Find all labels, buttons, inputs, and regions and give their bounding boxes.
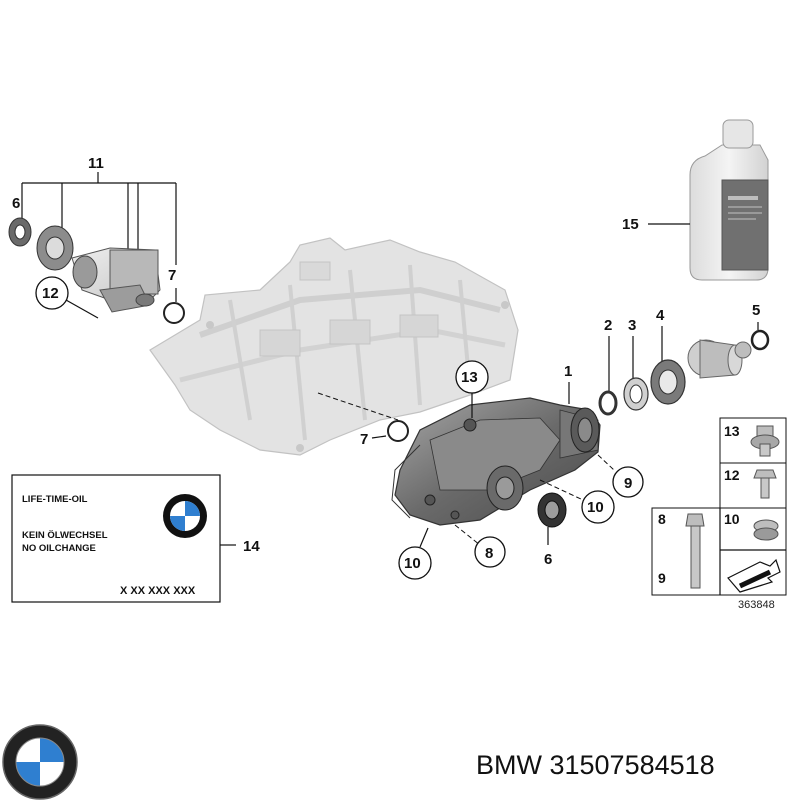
callout-15: 15	[622, 216, 639, 233]
callout-7-mid: 7	[360, 431, 368, 448]
callout-13: 13	[461, 369, 478, 386]
callout-6-top: 6	[12, 195, 20, 212]
callout-10-right-circle	[581, 490, 615, 524]
differential-housing	[391, 397, 601, 526]
label-line-2: KEIN ÖLWECHSEL	[22, 530, 108, 541]
callout-12-circle	[35, 276, 99, 319]
table-row-8: 8	[658, 511, 666, 527]
pinion-flange	[687, 339, 752, 379]
callout-14: 14	[243, 538, 260, 555]
callout-10-bottom: 10	[404, 555, 421, 572]
spacer-ring-3	[623, 377, 649, 411]
long-bolt-icon	[685, 513, 705, 589]
table-row-13: 13	[724, 423, 740, 439]
o-ring-7-top	[163, 302, 185, 324]
callout-5: 5	[752, 302, 760, 319]
callout-3: 3	[628, 317, 636, 334]
callout-4: 4	[656, 307, 665, 324]
callout-9-circle	[612, 466, 644, 498]
callout-2: 2	[604, 317, 612, 334]
plug-icon	[753, 519, 779, 541]
diagram-reference-number: 363848	[738, 599, 775, 611]
direction-arrow-icon	[727, 558, 781, 593]
seal-ring-6-bottom	[537, 492, 567, 528]
seal-ring-6-top	[8, 217, 32, 247]
callout-6-bottom: 6	[544, 551, 552, 568]
callout-8-circle	[474, 536, 506, 568]
drain-plug-icon	[750, 425, 780, 457]
label-line-3: NO OILCHANGE	[22, 543, 96, 554]
callout-13-circle	[455, 360, 489, 418]
callout-10-bottom-circle	[398, 546, 432, 580]
callout-11: 11	[88, 155, 104, 172]
callout-10-right: 10	[587, 499, 604, 516]
oil-pan-illustration	[149, 237, 519, 456]
label-code: X XX XXX XXX	[120, 585, 196, 597]
footer-part-number: BMW 31507584518	[476, 750, 715, 780]
callout-1: 1	[564, 363, 572, 380]
bmw-logo-small	[163, 494, 207, 538]
bolt-icon	[753, 469, 777, 499]
table-row-9: 9	[658, 570, 666, 586]
callout-8: 8	[485, 545, 493, 562]
callout-7-top: 7	[168, 267, 176, 284]
table-row-10: 10	[724, 511, 740, 527]
label-line-1: LIFE-TIME-OIL	[22, 494, 88, 505]
snap-ring-5	[750, 329, 770, 351]
callout-9: 9	[624, 475, 632, 492]
shaft-seal-4	[650, 359, 686, 405]
seal-ring-2	[598, 390, 618, 416]
table-row-12: 12	[724, 467, 740, 483]
output-flange	[71, 247, 161, 313]
bearing-ring	[36, 225, 74, 271]
callout-12: 12	[42, 285, 59, 302]
oil-bottle-illustration	[689, 119, 769, 281]
o-ring-7-mid	[387, 420, 409, 442]
bmw-logo-footer	[2, 724, 78, 800]
